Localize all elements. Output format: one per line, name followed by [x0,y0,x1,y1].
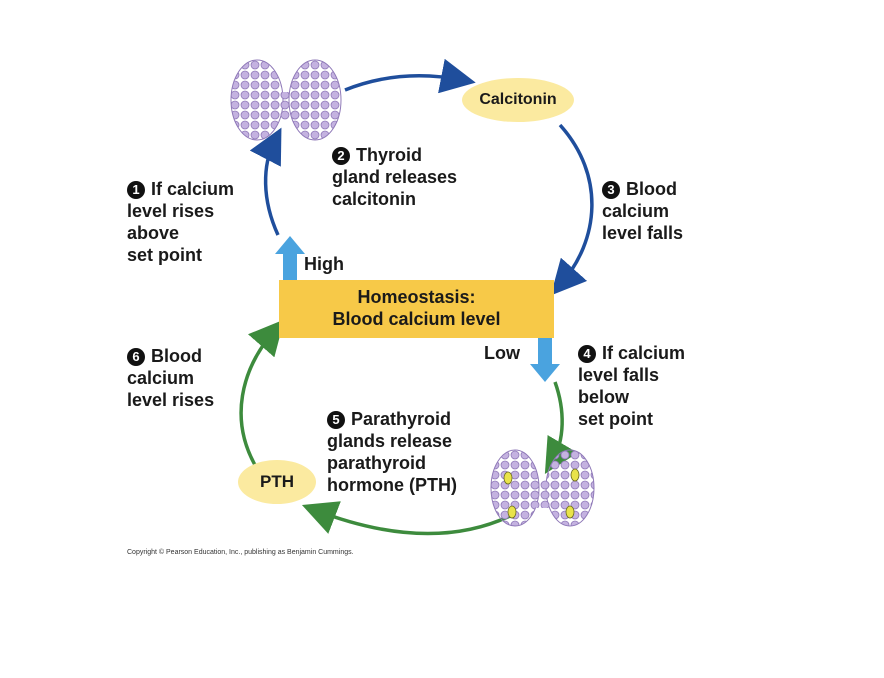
step-1-number: 1 [127,181,145,199]
step-6-number: 6 [127,348,145,366]
pth-label: PTH [260,472,294,491]
high-label: High [304,254,344,274]
arrow-calcitonin-to-homeostasis [550,123,594,296]
arrow-rise-to-thyroid [249,127,282,236]
arrow-parathyroid-to-pth [301,501,513,536]
homeostasis-title: Homeostasis: [357,287,476,307]
copyright-notice: Copyright © Pearson Education, Inc., pub… [127,549,354,556]
step-4-number: 4 [578,345,596,363]
step-5-number: 5 [327,411,345,429]
homeostasis-box: Homeostasis: Blood calcium level [279,280,554,338]
step-3-number: 3 [602,181,620,199]
parathyroid-glands-icon [490,449,595,527]
high-up-arrow [275,236,305,280]
step-2-number: 2 [332,147,350,165]
calcitonin-ellipse: Calcitonin [462,78,574,122]
arrow-pth-to-homeostasis [239,319,285,466]
arrow-gland-to-calcitonin [344,58,476,94]
low-down-arrow [530,338,560,382]
thyroid-gland-icon [230,59,342,141]
pth-ellipse: PTH [238,460,316,504]
low-label: Low [484,343,520,363]
homeostasis-subtitle: Blood calcium level [332,309,501,329]
arrow-low-to-parathyroid [544,381,578,475]
calcitonin-label: Calcitonin [479,91,557,108]
top-right-artifact [700,0,880,4]
